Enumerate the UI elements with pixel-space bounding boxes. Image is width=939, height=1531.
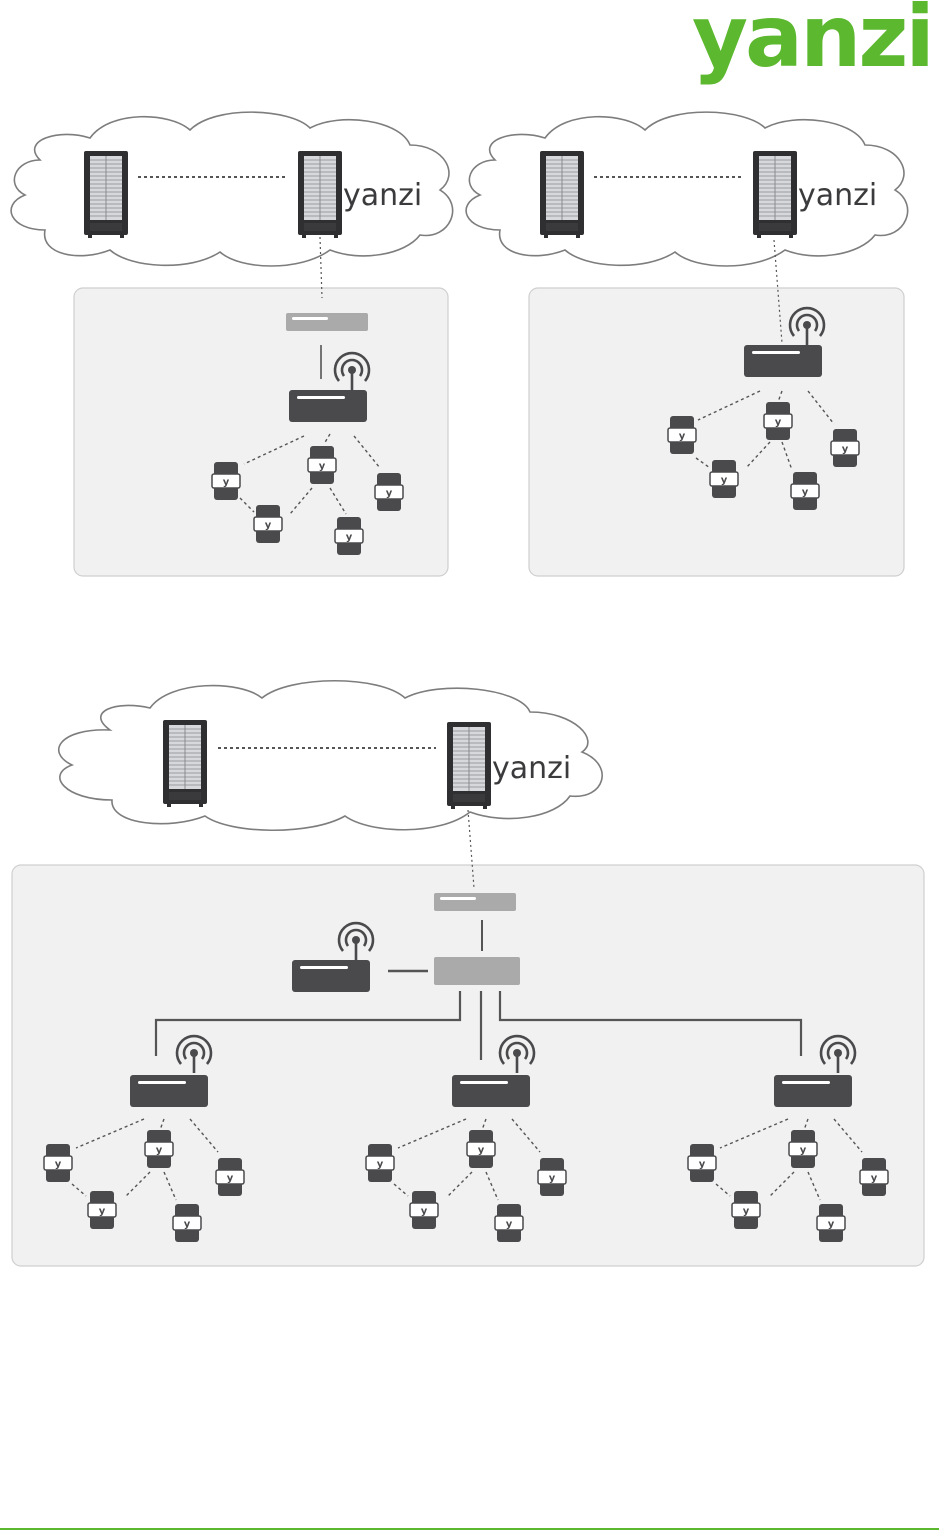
sensor-glyph: y <box>721 475 728 486</box>
sensor-glyph: y <box>800 1145 807 1156</box>
sensor-glyph: y <box>828 1219 835 1230</box>
sensor-glyph: y <box>223 477 230 488</box>
server-rack-icon <box>84 151 128 238</box>
server-label: yanzi <box>343 178 422 213</box>
sensor-glyph: y <box>265 520 272 531</box>
switch-icon <box>434 893 516 911</box>
sensor-glyph: y <box>421 1206 428 1217</box>
router-icon <box>130 1075 208 1107</box>
sensor-glyph: y <box>227 1173 234 1184</box>
site-panel-right <box>529 240 904 576</box>
sensor-glyph: y <box>549 1173 556 1184</box>
router-icon <box>774 1075 852 1107</box>
router-icon <box>744 345 822 377</box>
site-panel-left <box>74 237 448 576</box>
server-label: yanzi <box>798 178 877 213</box>
sensor-glyph: y <box>775 417 782 428</box>
sensor-glyph: y <box>156 1145 163 1156</box>
sensor-glyph: y <box>478 1145 485 1156</box>
switch-icon <box>434 957 520 985</box>
sensor-glyph: y <box>679 431 686 442</box>
server-label: yanzi <box>492 751 571 786</box>
sensor-glyph: y <box>319 461 326 472</box>
sensor-glyph: y <box>699 1159 706 1170</box>
sensor-glyph: y <box>55 1159 62 1170</box>
sensor-glyph: y <box>802 487 809 498</box>
sensor-glyph: y <box>506 1219 513 1230</box>
router-icon <box>452 1075 530 1107</box>
yanzi-server-rack-icon <box>447 722 491 809</box>
yanzi-server-rack-icon <box>753 151 797 238</box>
site-panel-large <box>12 810 924 1266</box>
sensor-glyph: y <box>99 1206 106 1217</box>
router-icon <box>292 960 370 992</box>
sensor-glyph: y <box>377 1159 384 1170</box>
yanzi-server-rack-icon <box>298 151 342 238</box>
sensor-glyph: y <box>871 1173 878 1184</box>
sensor-glyph: y <box>386 488 393 499</box>
sensor-glyph: y <box>743 1206 750 1217</box>
server-rack-icon <box>540 151 584 238</box>
sensor-glyph: y <box>346 532 353 543</box>
switch-icon <box>286 313 368 331</box>
sensor-glyph: y <box>184 1219 191 1230</box>
sensor-glyph: y <box>842 444 849 455</box>
server-rack-icon <box>163 720 207 807</box>
router-icon <box>289 390 367 422</box>
footer-rule <box>0 1528 939 1530</box>
